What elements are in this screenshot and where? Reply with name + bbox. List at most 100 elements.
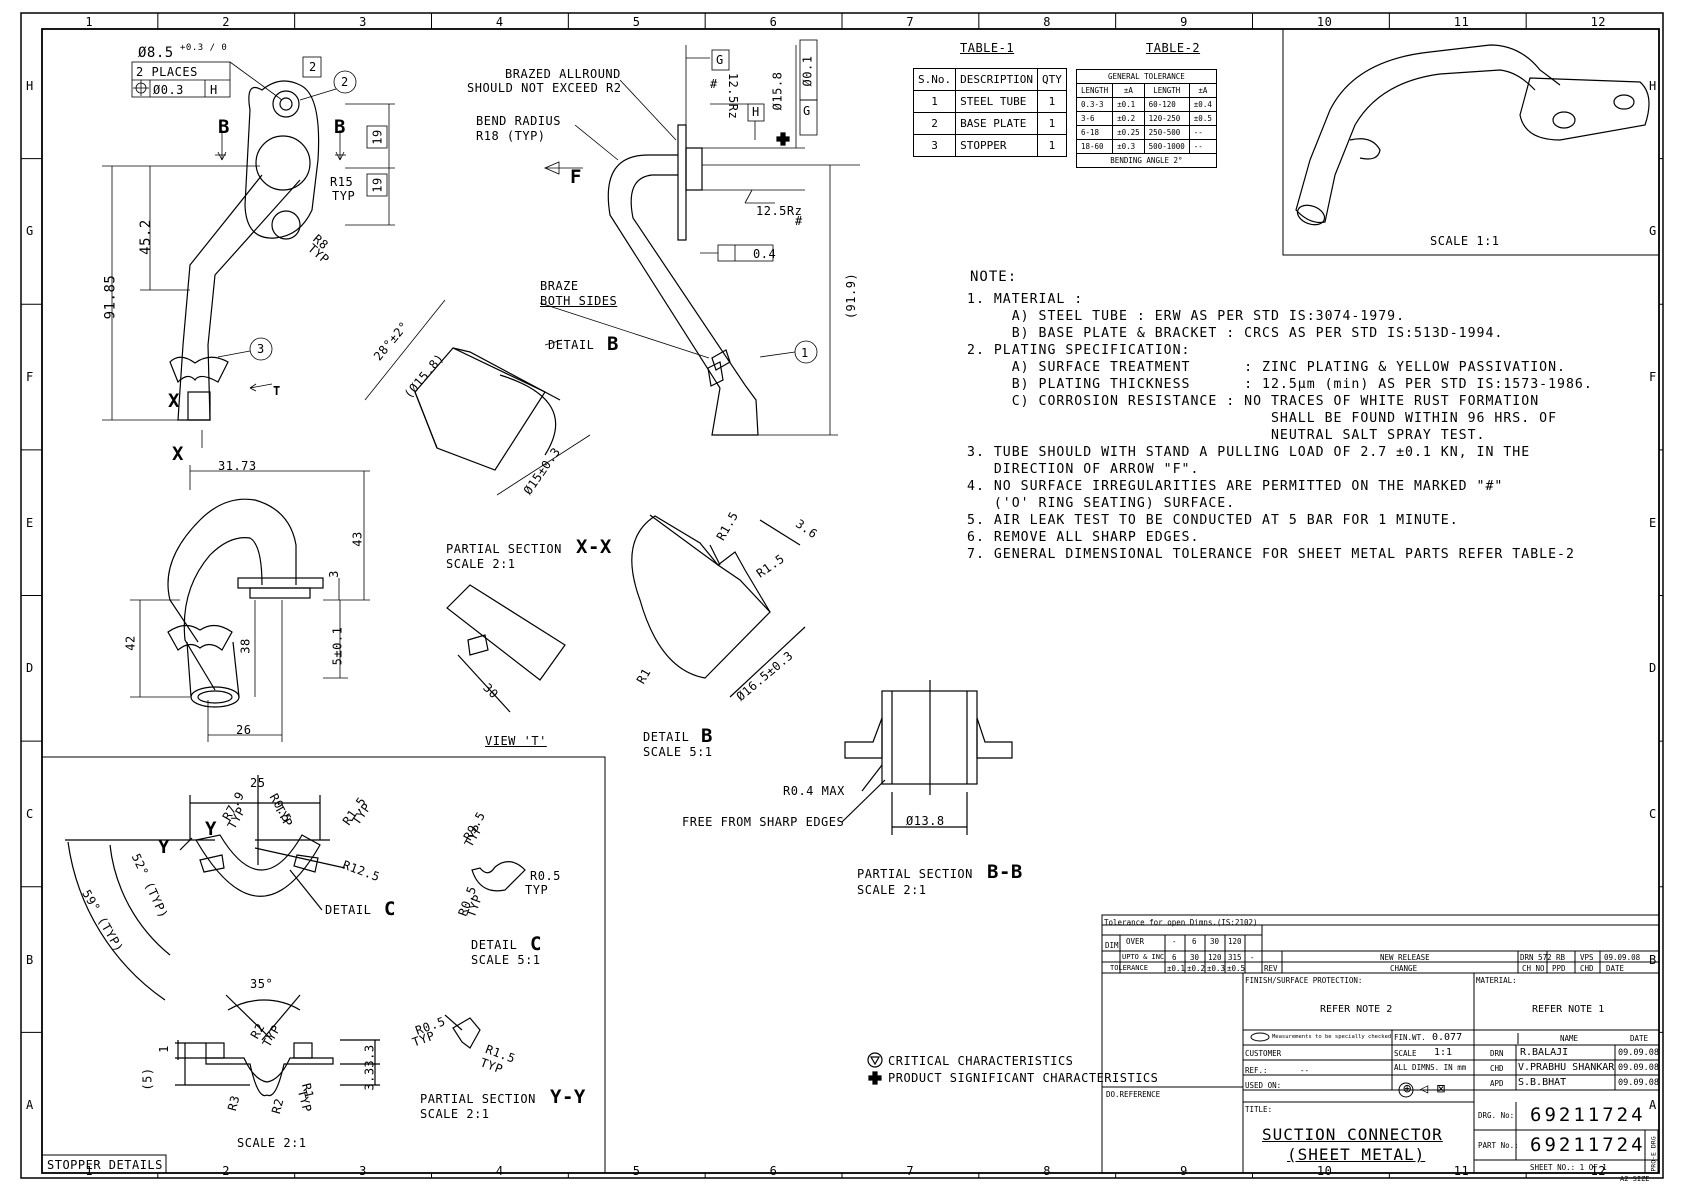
detail-c-ref: DETAIL <box>325 903 372 917</box>
dim-r2-b: R2 <box>268 1096 287 1116</box>
tb-ref-val: -- <box>1300 1066 1310 1075</box>
table1-header: QTY <box>1036 68 1067 91</box>
tb-rev-dash: - <box>1250 953 1255 962</box>
tb-over-0: - <box>1172 937 1177 946</box>
table2-title: TABLE-2 <box>1146 41 1201 55</box>
tb-over-1: 6 <box>1192 937 1197 946</box>
tb-apd-date: 09.09.08 <box>1618 1078 1659 1088</box>
zone-column-label: 4 <box>495 15 504 29</box>
tb-over-2: 30 <box>1210 937 1220 946</box>
zone-column-label: 11 <box>1453 15 1470 29</box>
pos-tolerance: Ø0.3 <box>153 83 184 97</box>
dim-91-9: (91.9) <box>844 272 859 320</box>
tb-drg-h: DRG. No: <box>1478 1111 1515 1120</box>
tb-drn-no: DRN 572 <box>1520 953 1552 962</box>
zone-column-label: 8 <box>1043 15 1051 29</box>
table-row: 3 STOPPER 1 <box>912 134 1067 157</box>
dim-25: 25 <box>250 776 266 790</box>
tb-chd: CHD <box>1490 1064 1504 1073</box>
stopper-section <box>175 994 380 1097</box>
table2-header: ±A <box>1112 83 1145 98</box>
tb-do-ref: DO.REFERENCE <box>1106 1090 1161 1099</box>
tb-fin-wt-h: FIN.WT. <box>1394 1033 1426 1042</box>
tb-apd-name: S.B.BHAT <box>1518 1077 1567 1088</box>
tb-tol-3: ±0.5 <box>1227 964 1246 973</box>
zone-row-label: A <box>1649 1098 1657 1113</box>
tb-title-2: (SHEET METAL) <box>1287 1145 1426 1164</box>
dim-19-bottom: 19 <box>370 177 385 193</box>
xx-scale: SCALE 2:1 <box>446 557 516 571</box>
perpendicularity: Ø0.1 <box>800 55 815 87</box>
zone-column-label: 8 <box>1043 1164 1051 1178</box>
view-t-title: VIEW 'T' <box>485 734 547 748</box>
tb-fin-wt: 0.077 <box>1432 1032 1463 1043</box>
tb-upto-0: 6 <box>1172 953 1177 962</box>
dim-3: 3 <box>326 570 341 578</box>
zone-column-label: 9 <box>1180 1164 1188 1178</box>
zone-column-label: 2 <box>222 15 230 29</box>
balloon-1: 1 <box>801 346 809 360</box>
note-braze-2: BOTH SIDES <box>540 294 618 308</box>
yy-scale: SCALE 2:1 <box>420 1107 490 1121</box>
balloon-ref-2-box: 2 <box>309 60 317 74</box>
table1: S.No. DESCRIPTION QTY 1 STEEL TUBE 1 2 B… <box>912 68 1067 157</box>
zone-column-label: 1 <box>85 15 94 29</box>
dim-dia-13-8: Ø13.8 <box>906 814 945 828</box>
tb-over-3: 120 <box>1228 937 1242 946</box>
zone-row-label: F <box>26 370 34 385</box>
arrow-f-label: F <box>570 166 582 188</box>
table1-title: TABLE-1 <box>960 41 1015 55</box>
table2-heading: GENERAL TOLERANCE <box>1076 69 1217 84</box>
dim-3-3: 3.3 <box>362 1044 377 1068</box>
zone-column-label: 4 <box>495 1164 504 1178</box>
stopper-plan <box>65 775 346 1001</box>
tb-upto-2: 120 <box>1208 953 1222 962</box>
note-line: 4. NO SURFACE IRREGULARITIES ARE PERMITT… <box>967 479 1504 494</box>
tb-rb: RB <box>1556 953 1566 962</box>
dim-r15: R15 <box>330 175 354 189</box>
zone-column-label: 3 <box>359 15 367 29</box>
detail-c-title: DETAIL <box>471 938 518 952</box>
tb-title-h: TITLE: <box>1245 1105 1273 1114</box>
tb-name-h: NAME <box>1560 1034 1579 1043</box>
note-brazed: BRAZED ALLROUND <box>505 67 621 81</box>
yy-title: PARTIAL SECTION <box>420 1092 536 1106</box>
zone-ticks <box>21 13 1663 1178</box>
dim-5: 5±0.1 <box>330 626 345 666</box>
dim-43: 43 <box>350 531 365 547</box>
zone-column-label: 10 <box>1316 1164 1333 1178</box>
detail-c-title-letter: C <box>530 933 542 955</box>
table2-cell: ±0.2 <box>1112 111 1145 126</box>
zone-row-label: B <box>26 952 34 967</box>
tb-tol-heading: Tolerance for open Dimns.(IS:2102) <box>1104 918 1258 927</box>
legend-symbols <box>776 132 883 1085</box>
tb-ref: REF.: <box>1245 1066 1268 1075</box>
zone-row-label: D <box>1649 661 1657 676</box>
table2-header: LENGTH <box>1075 83 1114 98</box>
top-view-dims <box>130 465 370 742</box>
balloon-2: 2 <box>341 75 349 89</box>
note-line: 7. GENERAL DIMENSIONAL TOLERANCE FOR SHE… <box>967 547 1575 562</box>
zone-column-label: 9 <box>1180 15 1188 29</box>
note-line: C) CORROSION RESISTANCE : NO TRACES OF W… <box>967 394 1540 409</box>
tb-measure: Measurements to be specially checked <box>1272 1034 1392 1040</box>
dim-5-ref: (5) <box>140 1067 155 1091</box>
section-b-right: B <box>334 116 346 138</box>
tb-sheet: SHEET NO.: 1 OF 1 <box>1530 1163 1607 1172</box>
detail-b-dims <box>364 299 591 496</box>
zone-column-label: 3 <box>359 1164 367 1178</box>
note-line: DIRECTION OF ARROW "F". <box>967 462 1200 477</box>
note-line: A) STEEL TUBE : ERW AS PER STD IS:3074-1… <box>967 309 1406 324</box>
note-brazed-2: SHOULD NOT EXCEED R2 <box>467 81 622 95</box>
zone-column-label: 6 <box>769 15 778 29</box>
tb-chd-name: V.PRABHU SHANKAR <box>1518 1062 1615 1073</box>
hash-mark-top: # <box>710 77 718 91</box>
detail-c-scale: SCALE 5:1 <box>471 953 541 967</box>
angle-35: 35° <box>250 977 274 991</box>
dim-91-85: 91.85 <box>102 274 119 320</box>
dim-r3: R3 <box>224 1093 243 1113</box>
detail-b-enlarged <box>631 514 806 698</box>
dim-19-top: 19 <box>370 129 385 145</box>
table1-cell: BASE PLATE <box>955 112 1038 135</box>
detail-c-enlarged <box>471 861 526 892</box>
